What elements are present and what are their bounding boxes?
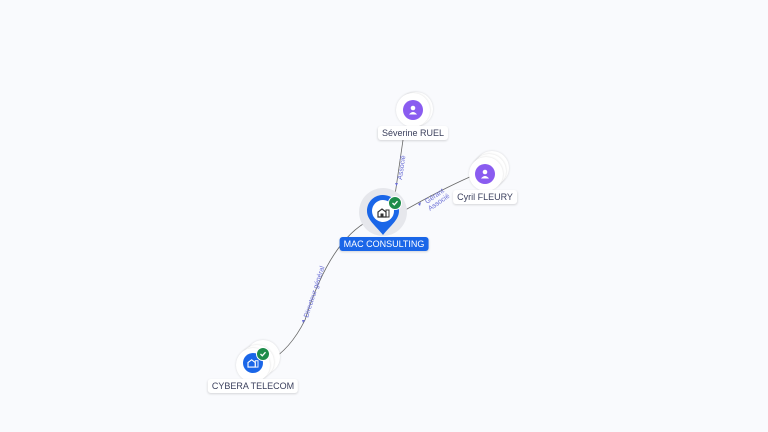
verified-check-icon xyxy=(388,196,402,210)
edge-main-cybera xyxy=(267,219,371,363)
node-label: MAC CONSULTING xyxy=(339,237,429,251)
node-label: Cyril FLEURY xyxy=(453,190,517,204)
edge-cyril-main xyxy=(399,175,473,214)
edge-label-directeur: Directeur général xyxy=(303,265,326,319)
person-icon xyxy=(475,164,495,184)
node-label: CYBERA TELECOM xyxy=(207,379,299,393)
person-icon xyxy=(403,100,423,120)
edge-label-associe-1: Associé xyxy=(397,155,407,180)
verified-check-icon xyxy=(256,347,270,361)
node-label: Séverine RUEL xyxy=(377,126,449,140)
building-icon xyxy=(377,205,390,223)
edge-severine-main xyxy=(394,139,404,196)
